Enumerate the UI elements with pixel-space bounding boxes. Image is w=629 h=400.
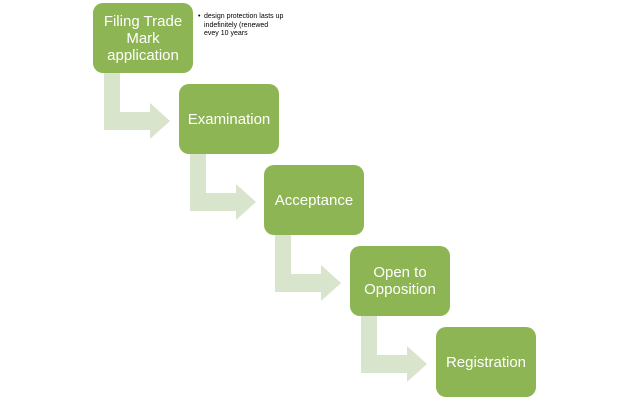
step-label: Examination	[187, 110, 271, 128]
step-registration: Registration	[436, 327, 536, 397]
bent-arrow-1-to-2	[104, 73, 170, 139]
step-label: Registration	[445, 353, 527, 371]
bent-arrow-4-to-5	[361, 316, 427, 382]
bent-arrow-3-to-4	[275, 235, 341, 301]
bullet-point: •	[198, 13, 201, 20]
note-text: design protection lasts up indefinitely …	[204, 13, 284, 37]
bent-arrow-2-to-3	[190, 154, 256, 220]
step-label: Open to Opposition	[364, 264, 436, 298]
step-label: Acceptance	[274, 191, 354, 209]
step-open-to-opposition: Open to Opposition	[350, 246, 450, 316]
step-label: Filing Trade Mark application	[103, 12, 183, 64]
step-examination: Examination	[179, 84, 279, 154]
step-filing-application: Filing Trade Mark application	[93, 3, 193, 73]
side-note: • design protection lasts up indefinitel…	[198, 13, 284, 39]
step-acceptance: Acceptance	[264, 165, 364, 235]
